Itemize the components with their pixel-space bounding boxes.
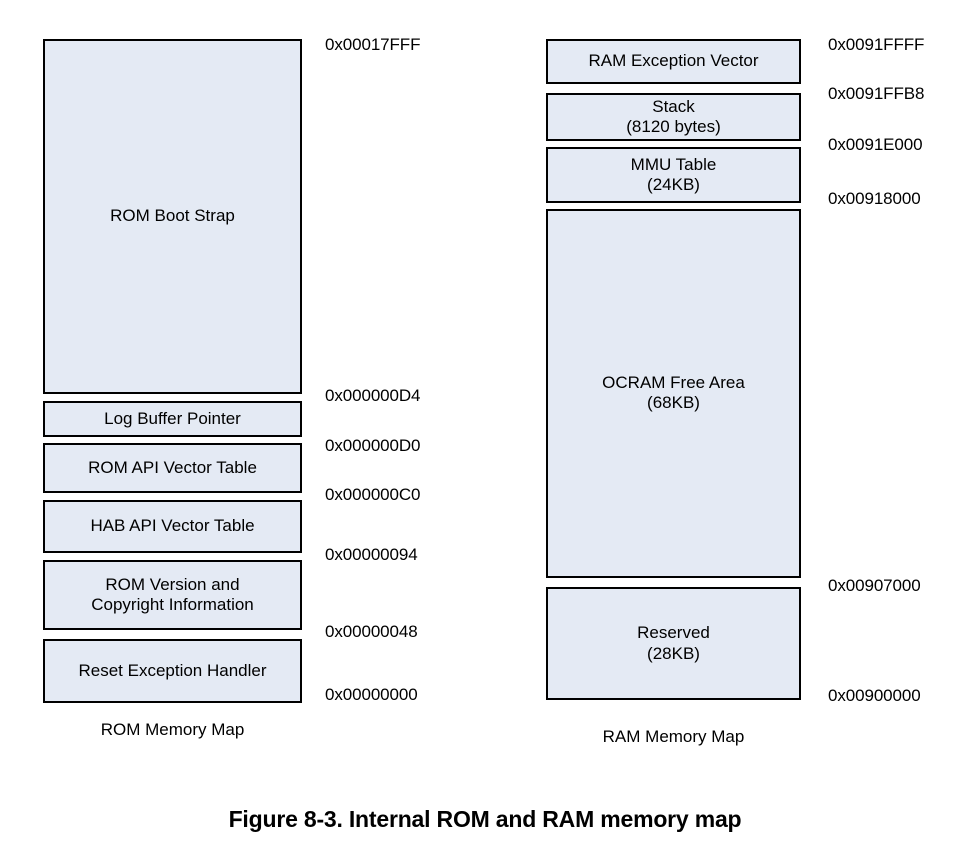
ram-address-0x0091FFB8: 0x0091FFB8 bbox=[828, 84, 925, 103]
rom-block-hab-api-vector-table-line1: HAB API Vector Table bbox=[90, 516, 255, 536]
rom-block-rom-version-and-copyright: ROM Version and Copyright Information bbox=[43, 560, 302, 630]
rom-block-rom-version-and-copyright-line1: ROM Version and bbox=[105, 574, 240, 594]
ram-address-0x0091FFFF: 0x0091FFFF bbox=[828, 35, 925, 54]
ram-block-stack-line1: Stack bbox=[652, 96, 695, 116]
ram-block-reserved: Reserved (28KB) bbox=[546, 587, 801, 700]
ram-memory-map-caption: RAM Memory Map bbox=[602, 727, 745, 746]
rom-block-rom-api-vector-table-line1: ROM API Vector Table bbox=[88, 457, 257, 477]
ram-block-ram-exception-vector: RAM Exception Vector bbox=[546, 39, 801, 84]
rom-block-reset-exception-handler-line1: Reset Exception Handler bbox=[78, 660, 267, 680]
rom-block-log-buffer-pointer-line1: Log Buffer Pointer bbox=[104, 408, 241, 428]
ram-block-mmu-table-line2: (24KB) bbox=[647, 175, 700, 194]
rom-address-0x000000C0: 0x000000C0 bbox=[325, 485, 421, 504]
ram-address-0x00900000: 0x00900000 bbox=[828, 686, 921, 705]
rom-block-log-buffer-pointer: Log Buffer Pointer bbox=[43, 401, 302, 437]
ram-block-stack-line2: (8120 bytes) bbox=[626, 117, 721, 136]
ram-block-ocram-free-area-line2: (68KB) bbox=[647, 393, 700, 413]
ram-block-ocram-free-area: OCRAM Free Area (68KB) bbox=[546, 209, 801, 578]
ram-address-0x0091E000: 0x0091E000 bbox=[828, 135, 923, 154]
ram-block-reserved-line1: Reserved bbox=[637, 623, 710, 643]
ram-address-0x00918000: 0x00918000 bbox=[828, 189, 921, 208]
rom-block-rom-version-and-copyright-line2: Copyright Information bbox=[91, 595, 254, 614]
rom-block-rom-boot-strap: ROM Boot Strap bbox=[43, 39, 302, 394]
rom-memory-map-caption: ROM Memory Map bbox=[100, 720, 245, 739]
ram-block-ocram-free-area-line1: OCRAM Free Area bbox=[602, 373, 745, 392]
ram-address-0x00907000: 0x00907000 bbox=[828, 576, 921, 595]
rom-address-0x000000D4: 0x000000D4 bbox=[325, 386, 421, 405]
rom-address-0x00017FFF: 0x00017FFF bbox=[325, 35, 421, 54]
rom-block-rom-boot-strap-line1: ROM Boot Strap bbox=[110, 206, 235, 226]
ram-block-mmu-table: MMU Table (24KB) bbox=[546, 147, 801, 203]
figure-caption: Figure 8-3. Internal ROM and RAM memory … bbox=[228, 806, 742, 832]
rom-address-0x00000048: 0x00000048 bbox=[325, 622, 418, 641]
rom-address-0x000000D0: 0x000000D0 bbox=[325, 436, 421, 455]
ram-block-ram-exception-vector-line1: RAM Exception Vector bbox=[588, 51, 759, 71]
ram-block-mmu-table-line1: MMU Table bbox=[630, 154, 717, 174]
rom-block-reset-exception-handler: Reset Exception Handler bbox=[43, 639, 302, 703]
rom-block-rom-api-vector-table: ROM API Vector Table bbox=[43, 443, 302, 493]
ram-block-stack: Stack (8120 bytes) bbox=[546, 93, 801, 141]
rom-block-hab-api-vector-table: HAB API Vector Table bbox=[43, 500, 302, 553]
rom-address-0x00000094: 0x00000094 bbox=[325, 545, 418, 564]
ram-block-reserved-line2: (28KB) bbox=[647, 643, 700, 663]
rom-address-0x00000000: 0x00000000 bbox=[325, 685, 418, 704]
